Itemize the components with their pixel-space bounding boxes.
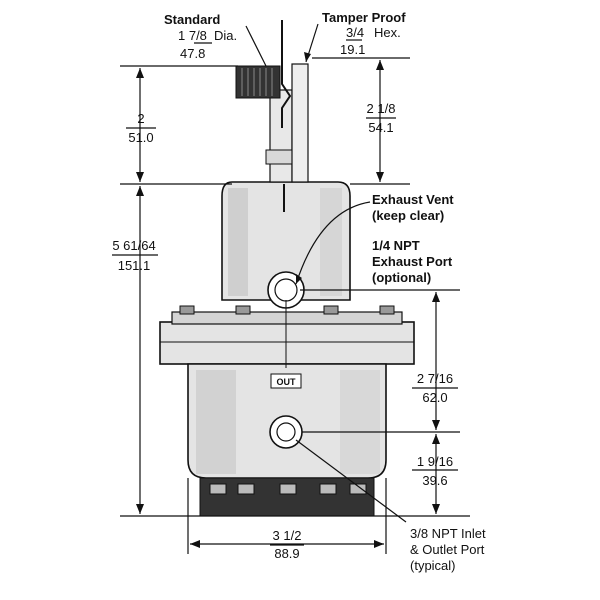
- label-dim-top-frac: 2: [137, 111, 144, 126]
- bonnet-shade: [228, 188, 248, 296]
- label-inlet: 3/8 NPT Inlet: [410, 526, 486, 541]
- label-dim-right-top-frac: 2 1/8: [367, 101, 396, 116]
- label-tamper-mm: 19.1: [340, 42, 365, 57]
- label-exhaust-vent: Exhaust Vent: [372, 192, 454, 207]
- label-npt14-optional: (optional): [372, 270, 431, 285]
- label-standard-mm: 47.8: [180, 46, 205, 61]
- label-dim-top-mm: 51.0: [128, 130, 153, 145]
- label-dim-left-frac: 5 61/64: [112, 238, 155, 253]
- label-standard: Standard: [164, 12, 220, 27]
- label-width-frac: 3 1/2: [273, 528, 302, 543]
- label-dim-mid-mm: 62.0: [422, 390, 447, 405]
- label-dim-left-mm: 151.1: [118, 258, 151, 273]
- adjust-stem: [269, 89, 293, 183]
- label-dim-low-mm: 39.6: [422, 473, 447, 488]
- label-exhaust-vent-note: (keep clear): [372, 208, 444, 223]
- label-inlet-typical: (typical): [410, 558, 456, 573]
- label-standard-unit: Dia.: [214, 28, 237, 43]
- tamper-proof-hex: [291, 63, 309, 183]
- label-npt14-port: Exhaust Port: [372, 254, 453, 269]
- label-standard-frac: 1 7/8: [178, 28, 207, 43]
- flange-bolts: [179, 305, 395, 315]
- out-label-box: [270, 373, 302, 389]
- bonnet-shade-right: [320, 188, 342, 296]
- label-dim-mid-frac: 2 7/16: [417, 371, 453, 386]
- out-label: OUT: [277, 377, 297, 387]
- body-flange: [159, 321, 415, 365]
- label-width-mm: 88.9: [274, 546, 299, 561]
- adjust-knob: [235, 65, 281, 99]
- label-dim-low-frac: 1 9/16: [417, 454, 453, 469]
- label-tamper-frac: 3/4: [346, 25, 364, 40]
- label-inlet-outlet: & Outlet Port: [410, 542, 485, 557]
- label-npt14: 1/4 NPT: [372, 238, 420, 253]
- label-tamper: Tamper Proof: [322, 10, 406, 25]
- label-tamper-unit: Hex.: [374, 25, 401, 40]
- label-dim-right-top-mm: 54.1: [368, 120, 393, 135]
- break-line: [281, 20, 292, 128]
